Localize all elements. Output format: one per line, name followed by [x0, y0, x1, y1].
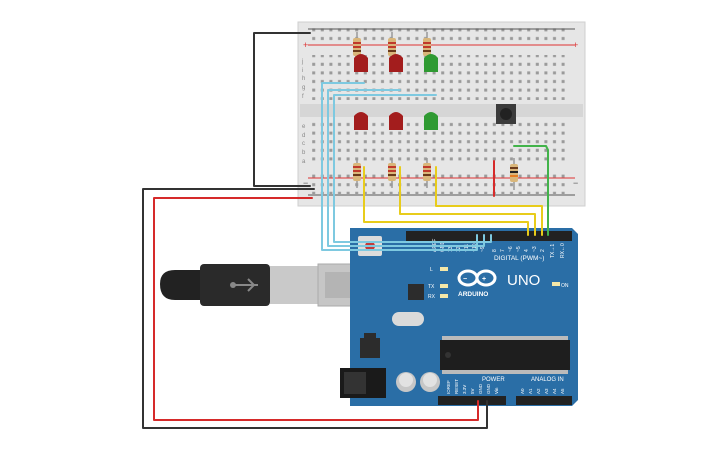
led-green-top — [424, 54, 438, 72]
resistor-button — [510, 158, 518, 190]
row-letter: h — [302, 76, 305, 82]
rail-minus-label-right: − — [573, 178, 578, 188]
pin-label: ~9 — [480, 246, 486, 252]
pin-label: 3.3V — [462, 385, 467, 394]
power-header — [438, 396, 506, 405]
board-model-label: UNO — [507, 272, 540, 289]
led-red-bottom-2 — [389, 112, 403, 130]
pin-label: A4 — [552, 388, 557, 394]
top-power-rail — [312, 26, 570, 44]
pin-label: ~6 — [508, 246, 514, 252]
digital-header — [406, 231, 572, 241]
svg-text:−: − — [463, 276, 467, 283]
on-led-label: ON — [561, 283, 569, 289]
pin-label: ~5 — [516, 246, 522, 252]
pin-label: A0 — [520, 388, 525, 394]
wire-red-5v — [153, 197, 479, 421]
row-letter: c — [302, 141, 305, 147]
pin-label: A5 — [560, 388, 565, 394]
analog-header — [516, 396, 572, 405]
rx-led-label: RX — [428, 294, 436, 300]
led-red-bottom-1 — [354, 112, 368, 130]
pin-label: RESET — [454, 379, 459, 394]
power-header-label: POWER — [482, 377, 505, 383]
pin-label: 4 — [524, 249, 530, 252]
pin-label: RX←0 — [560, 243, 566, 258]
pin-label: A1 — [528, 388, 533, 394]
wire-cyan-3 — [333, 94, 492, 243]
wire-yellow-3 — [435, 166, 543, 236]
pin-label: ~10 — [472, 243, 478, 252]
pin-label: 8 — [492, 249, 498, 252]
tx-led-label: TX — [428, 284, 435, 290]
pin-label: ~11 — [464, 244, 470, 252]
rail-minus-label: − — [303, 178, 308, 188]
l-led-label: L — [430, 267, 433, 273]
row-letter: i — [302, 68, 303, 74]
usb-icon — [230, 278, 258, 292]
lower-terminal-strip — [312, 120, 570, 165]
resistor-top-1 — [353, 32, 361, 62]
pin-label: IOREF — [446, 380, 451, 394]
pin-label: A2 — [536, 388, 541, 394]
crystal — [392, 312, 424, 326]
arduino-infinity-logo-icon: − + — [457, 269, 497, 287]
pin-label: 5V — [470, 388, 475, 394]
row-letter: d — [302, 133, 305, 139]
rail-plus-label: + — [303, 40, 308, 50]
led-red-top-1 — [354, 54, 368, 72]
analog-header-label: ANALOG IN — [531, 377, 564, 383]
wire-green-button — [513, 145, 549, 236]
voltage-regulator — [360, 338, 380, 358]
row-letter: a — [302, 159, 306, 165]
on-led — [552, 282, 560, 286]
arduino-uno-board: AREF GND 13 12 ~11 ~10 ~9 8 7 ~6 ~5 4 ~3… — [340, 228, 578, 406]
upper-terminal-strip — [312, 55, 570, 100]
l-led — [440, 267, 448, 271]
led-red-top-2 — [389, 54, 403, 72]
pushbutton[interactable] — [496, 104, 516, 124]
atmega-microcontroller — [440, 340, 570, 370]
pin-label: 2 — [540, 249, 546, 252]
pin-label: TX→1 — [550, 244, 556, 258]
usb-chip — [408, 284, 424, 300]
pin-label: ~3 — [532, 246, 538, 252]
wire-yellow-1 — [363, 166, 529, 236]
wire-yellow-2 — [399, 166, 536, 236]
row-letter: f — [302, 94, 304, 100]
arduino-logo-text: ARDUINO — [458, 291, 488, 298]
row-letter: e — [302, 124, 306, 130]
pin-label: Vin — [494, 387, 499, 394]
pin-label: GND — [486, 383, 491, 394]
row-letter: j — [301, 59, 303, 65]
center-channel — [300, 104, 583, 117]
resistor-bottom-3 — [423, 158, 431, 188]
breadboard: + + − − j i h g f e d c b a — [297, 21, 586, 207]
led-green-bottom — [424, 112, 438, 130]
row-letter: b — [302, 150, 306, 156]
wire-black-gnd-board — [142, 188, 488, 429]
bottom-power-rail — [312, 174, 570, 194]
resistor-bottom-1 — [353, 158, 361, 188]
pin-label: GND — [478, 383, 483, 394]
rail-plus-label-right: + — [573, 40, 578, 50]
row-letter: g — [302, 85, 305, 91]
pin-label: A3 — [544, 388, 549, 394]
resistor-bottom-2 — [388, 158, 396, 188]
wire-black-ground — [253, 32, 311, 187]
tx-led — [440, 284, 448, 288]
digital-header-label: DIGITAL (PWM~) — [494, 255, 544, 262]
svg-text:+: + — [482, 276, 486, 283]
rx-led — [440, 294, 448, 298]
pin-label: 7 — [500, 249, 506, 252]
